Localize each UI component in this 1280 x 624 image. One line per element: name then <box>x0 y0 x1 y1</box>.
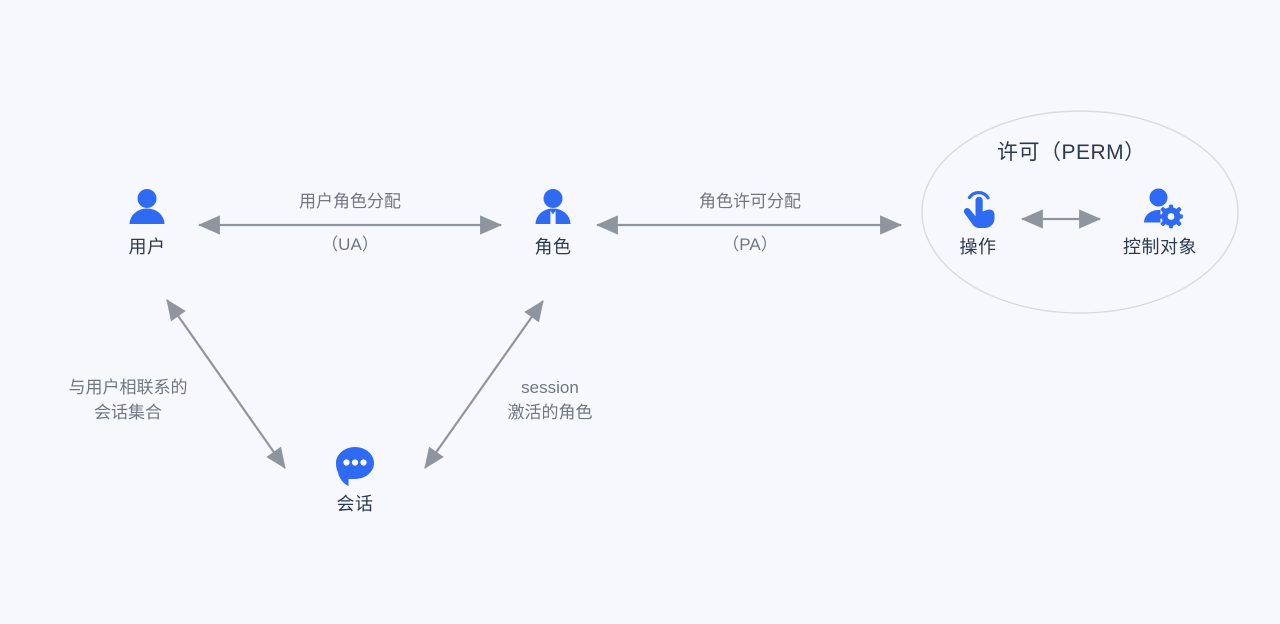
node-session-label: 会话 <box>336 494 374 514</box>
node-controlled-object[interactable]: 控制对象 <box>1090 184 1230 256</box>
node-role[interactable]: 角色 <box>483 184 623 256</box>
edge-label-role-permission: 角色许可分配 （PA） <box>605 190 895 257</box>
tap-hand-icon <box>963 191 995 228</box>
node-user-label: 用户 <box>128 237 166 257</box>
node-user[interactable]: 用户 <box>77 184 217 256</box>
edge-user-session-arrow <box>166 299 286 469</box>
edge-label-user-role-sub: （UA） <box>321 234 379 254</box>
edge-label-user-role: 用户角色分配 （UA） <box>205 190 495 257</box>
edge-label-user-session-line2: 会话集合 <box>94 402 162 422</box>
user-gear-icon <box>1144 188 1183 229</box>
edge-label-session-role-line1: session <box>521 378 579 397</box>
node-controlled-object-label: 控制对象 <box>1123 237 1197 257</box>
chat-bubble-icon <box>336 447 374 486</box>
node-session[interactable]: 会话 <box>285 441 425 513</box>
node-operation[interactable]: 操作 <box>908 184 1048 256</box>
permission-group-title: 许可（PERM） <box>997 141 1146 164</box>
edge-label-user-role-main: 用户角色分配 <box>299 192 401 211</box>
permission-group-ellipse <box>921 110 1239 314</box>
edge-label-user-session-line1: 与用户相联系的 <box>68 378 188 397</box>
edge-session-role-arrow <box>424 300 544 469</box>
node-role-label: 角色 <box>534 237 572 257</box>
edge-label-session-role-line2: 激活的角色 <box>507 402 593 422</box>
user-icon <box>129 189 165 224</box>
node-operation-label: 操作 <box>959 237 997 257</box>
edge-label-role-permission-sub: （PA） <box>722 234 778 254</box>
edge-label-user-session: 与用户相联系的 会话集合 <box>28 376 228 425</box>
edge-label-session-role: session 激活的角色 <box>467 376 633 425</box>
user-tie-icon <box>535 189 571 224</box>
edge-label-role-permission-main: 角色许可分配 <box>699 192 801 211</box>
